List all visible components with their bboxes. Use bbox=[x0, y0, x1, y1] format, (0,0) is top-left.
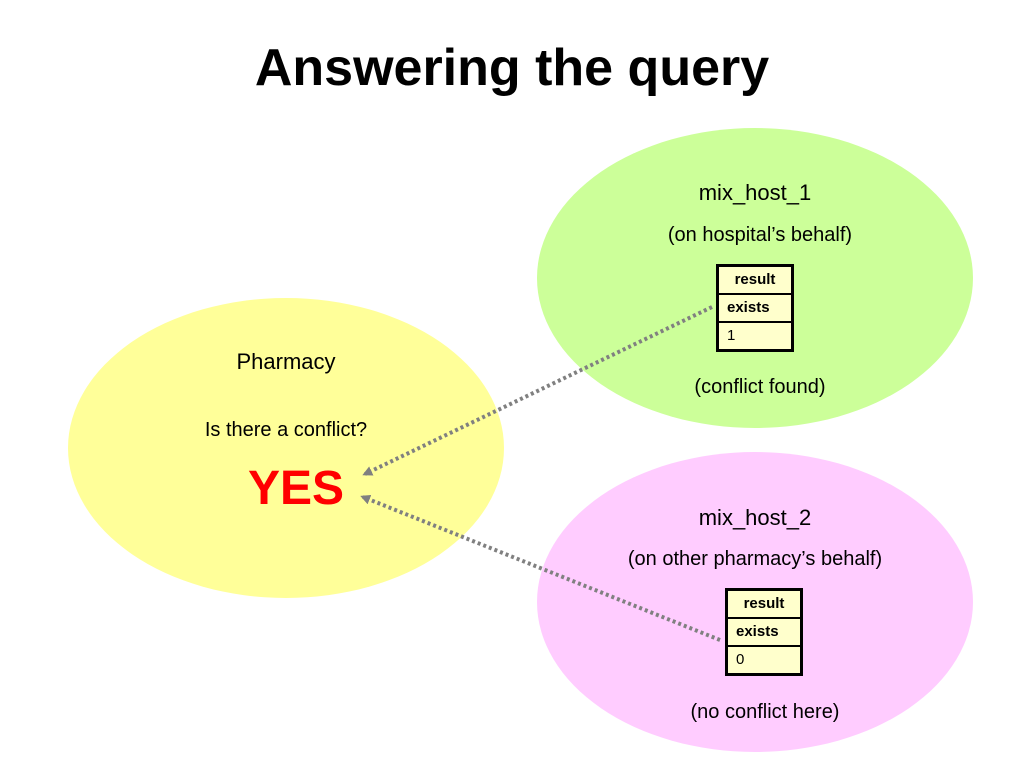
result-table-column: exists bbox=[725, 617, 803, 647]
pharmacy-answer: YES bbox=[247, 462, 345, 515]
result-table-header: result bbox=[725, 588, 803, 619]
mix-host-1-subtitle: (on hospital’s behalf) bbox=[667, 224, 853, 246]
result-table-column: exists bbox=[716, 293, 794, 323]
slide-title: Answering the query bbox=[254, 39, 770, 97]
result-table-value: 1 bbox=[716, 321, 794, 352]
mix-host-1-label: mix_host_1 bbox=[698, 180, 812, 205]
mix-host-2-label: mix_host_2 bbox=[698, 505, 812, 530]
mix-host-1-note: (conflict found) bbox=[694, 376, 826, 398]
mix-host-2-note: (no conflict here) bbox=[690, 701, 840, 723]
pharmacy-ellipse bbox=[68, 298, 504, 598]
mix-host-1-result-table: result exists 1 bbox=[716, 264, 794, 352]
mix-host-2-result-table: result exists 0 bbox=[725, 588, 803, 676]
result-table-value: 0 bbox=[725, 645, 803, 676]
mix-host-2-subtitle: (on other pharmacy’s behalf) bbox=[627, 548, 883, 570]
result-table-header: result bbox=[716, 264, 794, 295]
pharmacy-label: Pharmacy bbox=[236, 349, 336, 374]
pharmacy-question: Is there a conflict? bbox=[204, 419, 368, 441]
